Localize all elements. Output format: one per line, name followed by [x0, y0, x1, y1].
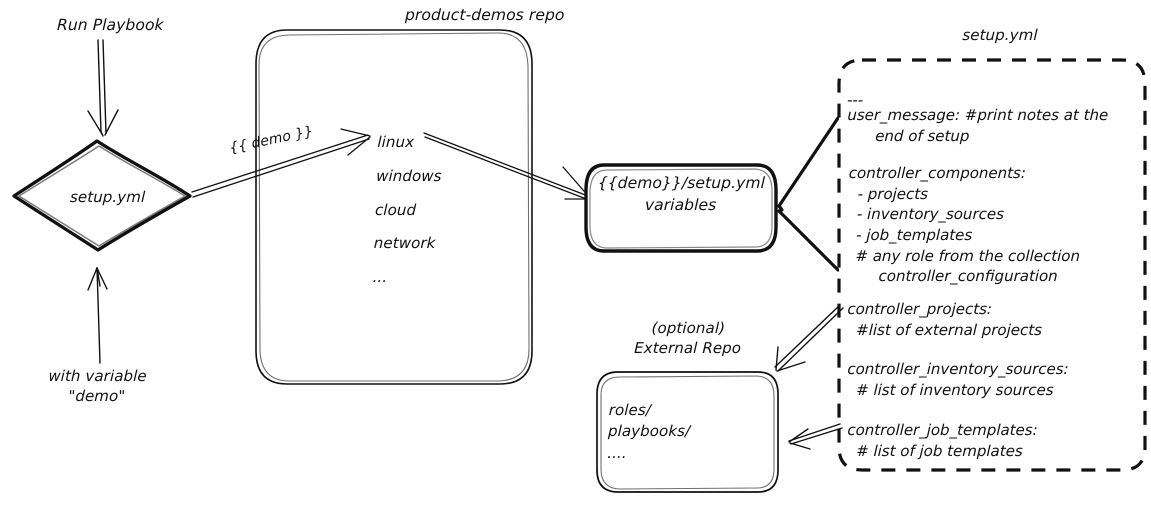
- product-demos-repo-items: linux windows cloud network ...: [372, 133, 442, 286]
- setup-yml-title: setup.yml: [962, 26, 1038, 44]
- with-variable-arrow: [87, 267, 108, 364]
- with-variable-label: with variable "demo": [48, 367, 148, 405]
- setupyml-to-variables-lines: [777, 116, 840, 272]
- controller-job-templates-to-repo-arrow: [788, 423, 843, 450]
- setup-yml-controller-components: controller_components: - projects - inve…: [844, 164, 1081, 286]
- setup-yml-user-message: user_message: #print notes at the end of…: [846, 106, 1109, 145]
- product-demos-repo-title: product-demos repo: [404, 6, 565, 24]
- setup-yml-diamond-label: setup.yml: [69, 188, 146, 206]
- setup-yml-controller-job-templates: controller_job_templates: # list of job …: [846, 421, 1039, 460]
- external-repo-items: roles/ playbooks/ ....: [606, 401, 691, 462]
- run-playbook-arrow: [87, 39, 119, 137]
- setup-yml-controller-inventory-sources: controller_inventory_sources: # list of …: [846, 360, 1069, 399]
- controller-projects-to-repo-arrow: [774, 304, 844, 372]
- external-repo-title: (optional) External Repo: [633, 319, 742, 358]
- linux-to-variables-arrow: [423, 132, 591, 201]
- demo-variable-edge-label: {{ demo }}: [228, 123, 315, 157]
- variables-box-label: {{demo}}/setup.yml variables: [597, 174, 766, 215]
- setup-yml-controller-projects: controller_projects: #list of external p…: [846, 300, 1043, 339]
- run-playbook-label: Run Playbook: [56, 16, 164, 34]
